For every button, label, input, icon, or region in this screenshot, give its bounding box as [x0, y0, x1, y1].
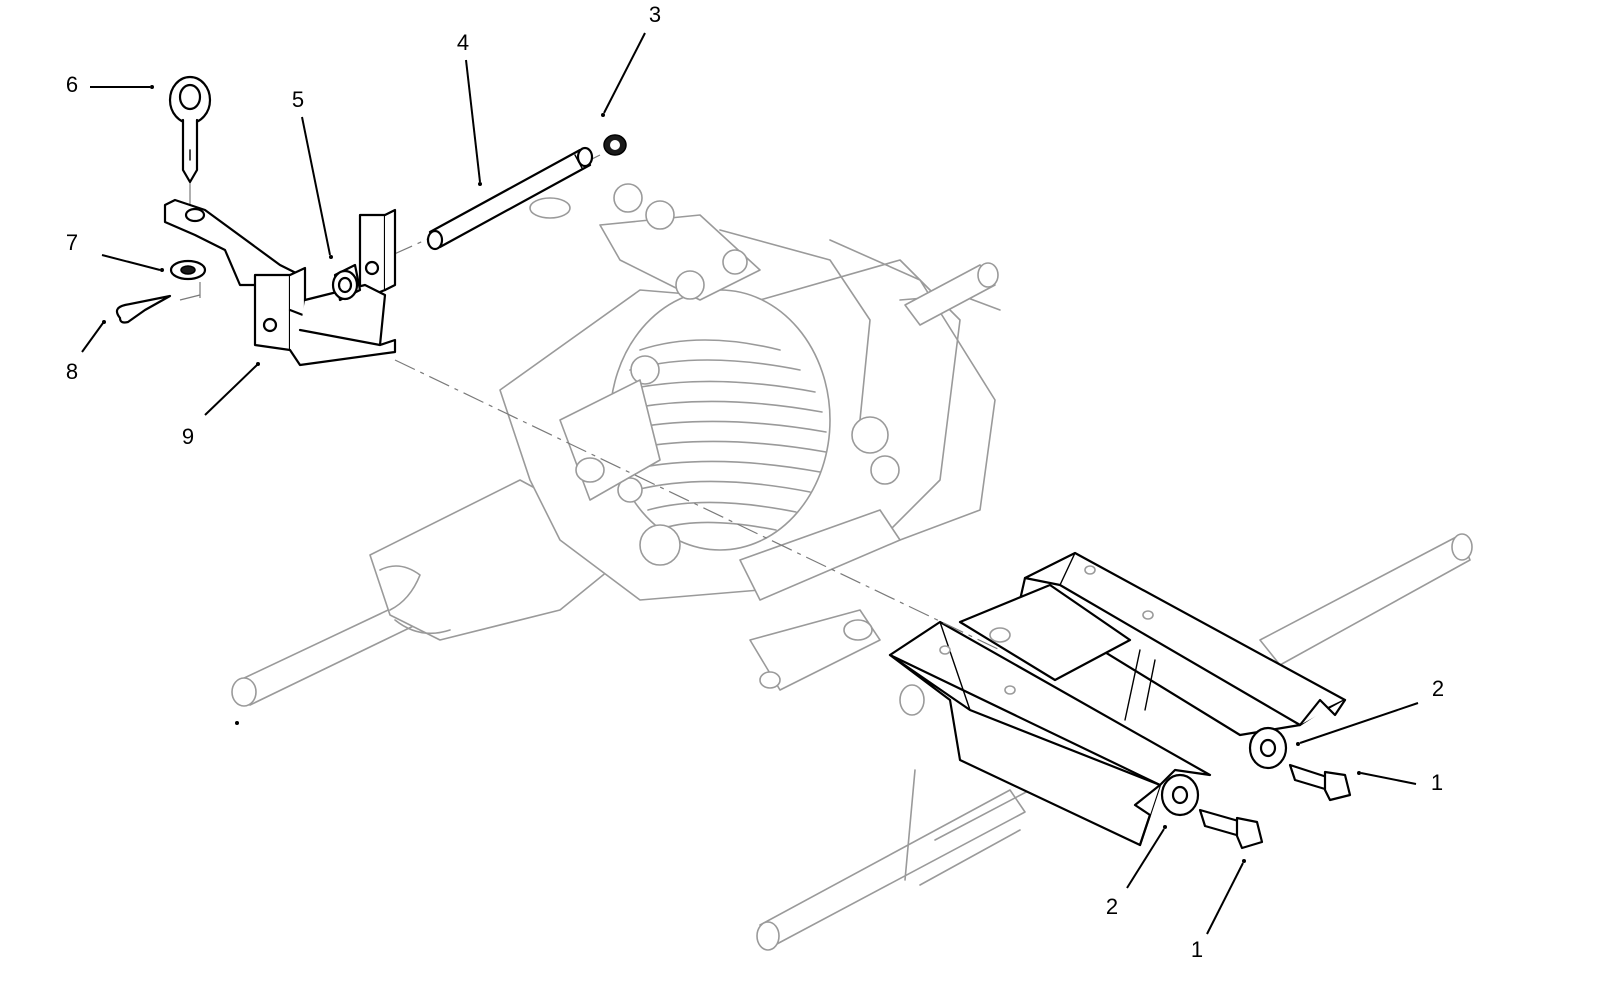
spacer-bushing: [331, 263, 362, 302]
frame-ghost: [756, 533, 1473, 951]
frame-rails: [888, 551, 1347, 847]
callout-2-lower: 2: [1106, 894, 1118, 919]
callout-6: 6: [66, 72, 78, 97]
transaxle-ghost: [231, 183, 1001, 707]
callout-5: 5: [292, 87, 304, 112]
callout-4: 4: [457, 30, 469, 55]
callouts: 6 7 8 9 5 4 3 2 1 2 1: [66, 2, 1444, 962]
hex-bolt-upper: [1288, 763, 1352, 802]
hair-pin-cotter: [115, 294, 172, 324]
retaining-clip: [603, 134, 627, 156]
callout-7: 7: [66, 230, 78, 255]
callout-8: 8: [66, 359, 78, 384]
callout-2-upper: 2: [1432, 676, 1444, 701]
pivot-rod: [426, 146, 594, 251]
callout-1-lower: 1: [1191, 937, 1203, 962]
callout-1-upper: 1: [1431, 770, 1443, 795]
leader-lines: [81, 32, 1419, 935]
flat-washer: [169, 259, 207, 281]
hitch-pin: [168, 75, 212, 184]
spacer-washer-upper: [1248, 726, 1288, 770]
hex-bolt-lower: [1198, 808, 1264, 850]
hitch-bracket: [163, 198, 397, 367]
cooling-fins: [621, 339, 827, 531]
callout-9: 9: [182, 424, 194, 449]
callout-3: 3: [649, 2, 661, 27]
spacer-washer-lower: [1160, 773, 1200, 817]
